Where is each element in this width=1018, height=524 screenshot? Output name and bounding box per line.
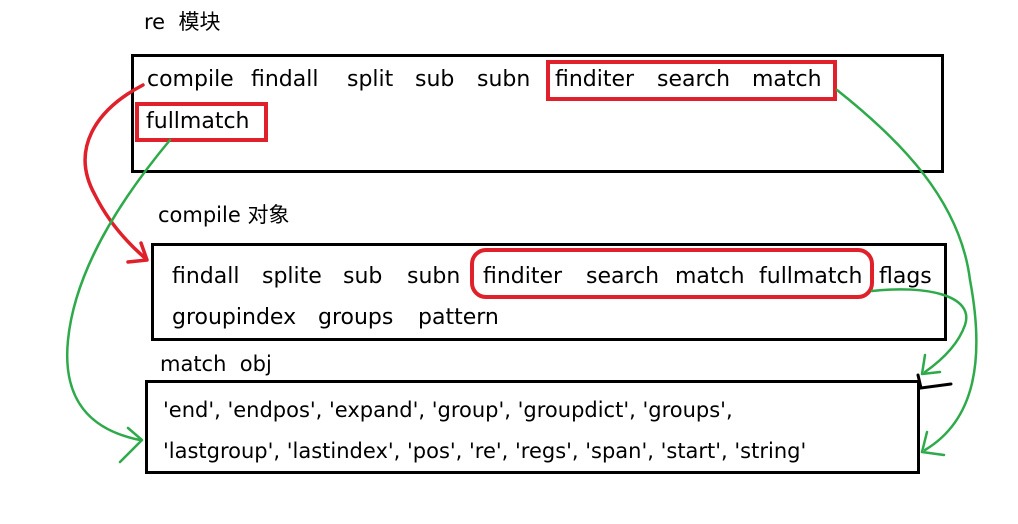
re-module-title: re 模块 bbox=[144, 10, 221, 34]
black-corner-mark bbox=[916, 373, 953, 390]
green-arrow-right-short-head bbox=[920, 353, 942, 376]
re-findall: findall bbox=[251, 67, 319, 92]
compile-subn: subn bbox=[407, 264, 461, 289]
re-finditer: finditer bbox=[555, 67, 635, 92]
compile-pattern: pattern bbox=[418, 305, 499, 330]
match-object-title: match obj bbox=[160, 352, 272, 376]
compile-match: match bbox=[675, 264, 745, 289]
re-fullmatch: fullmatch bbox=[146, 109, 250, 134]
re-split: split bbox=[347, 67, 394, 92]
compile-fullmatch: fullmatch bbox=[759, 264, 863, 289]
re-search: search bbox=[657, 67, 731, 92]
match-attrs-line1: 'end', 'endpos', 'expand', 'group', 'gro… bbox=[163, 398, 733, 422]
compile-findall: findall bbox=[172, 264, 240, 289]
red-arrow-compile-head bbox=[126, 241, 149, 264]
re-compile: compile bbox=[147, 67, 234, 92]
re-subn: subn bbox=[477, 67, 531, 92]
green-arrow-left-head bbox=[118, 426, 144, 464]
compile-finditer: finditer bbox=[483, 264, 563, 289]
compile-groupindex: groupindex bbox=[172, 305, 297, 330]
green-arrow-right-long-head bbox=[920, 430, 946, 457]
compile-flags: flags bbox=[879, 264, 932, 289]
compile-groups: groups bbox=[318, 305, 394, 330]
compile-object-title: compile 对象 bbox=[158, 203, 290, 227]
compile-splite: splite bbox=[262, 264, 322, 289]
re-sub: sub bbox=[415, 67, 455, 92]
compile-search: search bbox=[586, 264, 660, 289]
compile-sub: sub bbox=[343, 264, 383, 289]
match-attrs-line2: 'lastgroup', 'lastindex', 'pos', 're', '… bbox=[163, 439, 807, 463]
re-match: match bbox=[752, 67, 822, 92]
